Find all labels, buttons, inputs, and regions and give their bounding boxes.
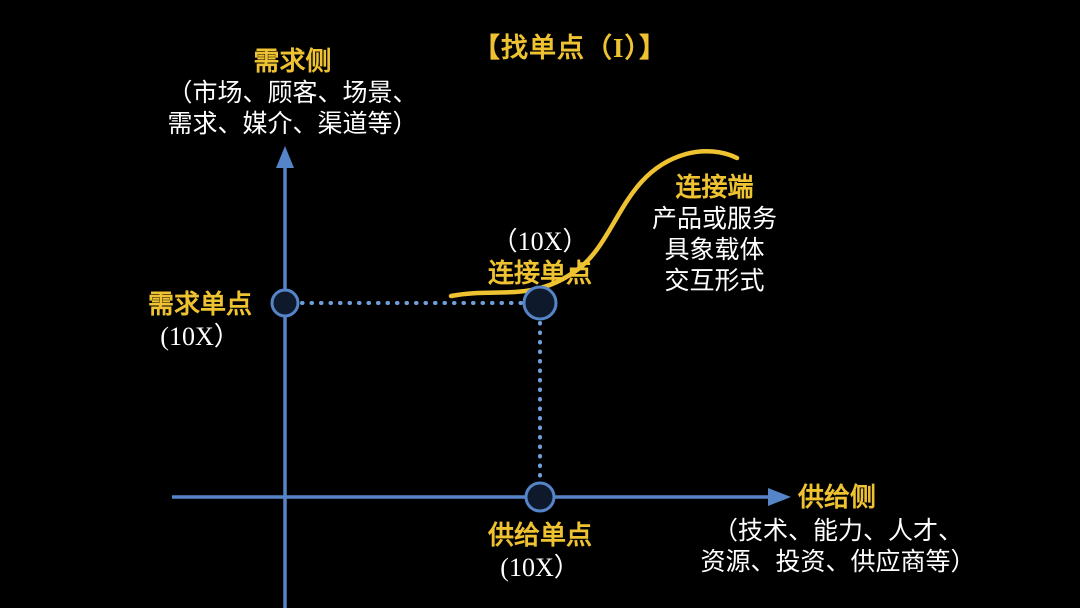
connection-end-line-2: 具象载体 — [664, 237, 765, 264]
connection-end-line-3: 交互形式 — [664, 268, 765, 295]
supply-side-sublabel-2: 资源、投资、供应商等） — [700, 549, 976, 576]
connection-point-label: 连接单点 — [487, 259, 592, 288]
supply-side-label: 供给侧 — [798, 483, 877, 512]
supply-point-multiplier: (10X） — [500, 553, 580, 582]
demand-side-label: 需求侧 — [253, 47, 332, 76]
demand-side-label-block: 需求侧 （市场、顾客、场景、 需求、媒介、渠道等） — [120, 46, 465, 140]
demand-point-label: 需求单点 — [147, 290, 252, 319]
connection-end-label: 连接端 — [675, 173, 754, 202]
demand-point-label-block: 需求单点 (10X） — [110, 289, 290, 353]
x-axis-arrow-icon — [768, 488, 791, 506]
demand-side-sublabel-2: 需求、媒介、渠道等） — [167, 111, 418, 138]
supply-side-sublabel-1: （技术、能力、人才、 — [712, 518, 963, 545]
growth-curve — [448, 148, 740, 299]
connection-point-multiplier: （10X） — [491, 227, 589, 256]
supply-point-label-block: 供给单点 (10X） — [440, 520, 640, 584]
connection-end-block: 连接端 产品或服务 具象载体 交互形式 — [612, 172, 817, 297]
supply-point-label: 供给单点 — [487, 521, 592, 550]
y-axis-arrow-icon — [276, 146, 294, 168]
connection-point-circle — [522, 285, 558, 321]
connection-point-label-block: （10X） 连接单点 — [440, 226, 640, 290]
connection-end-line-1: 产品或服务 — [651, 206, 777, 233]
supply-point-circle — [524, 481, 556, 513]
demand-point-multiplier: (10X） — [160, 322, 240, 351]
supply-side-sublabel-block: （技术、能力、人才、 资源、投资、供应商等） — [678, 516, 998, 578]
diagram-title: 【找单点（I）】 — [472, 33, 667, 63]
demand-side-sublabel-1: （市场、顾客、场景、 — [167, 80, 418, 107]
demand-point-circle — [270, 288, 300, 318]
